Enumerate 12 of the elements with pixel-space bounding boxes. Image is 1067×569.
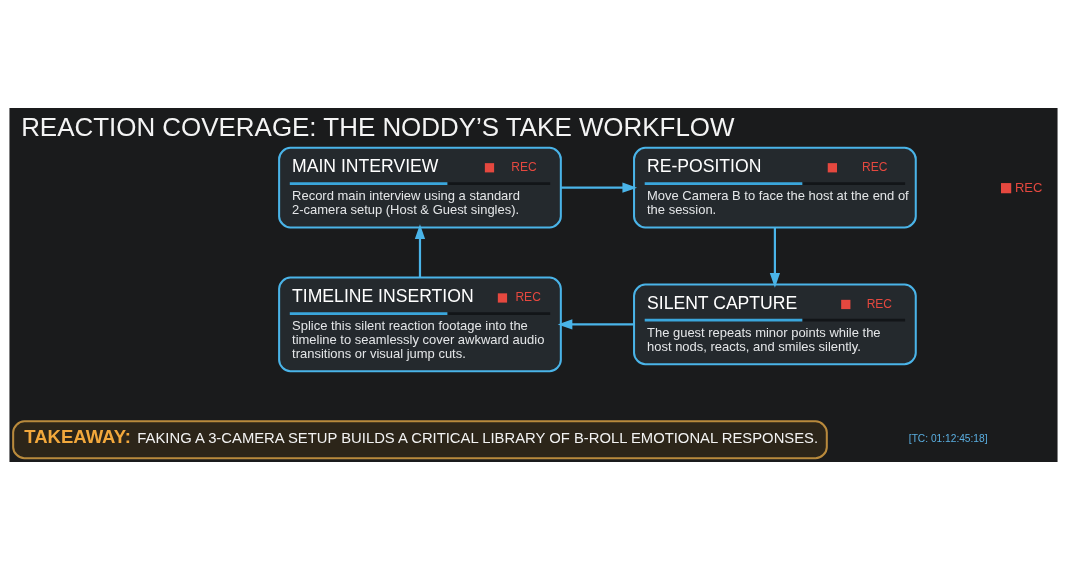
node-box: TIMELINE INSERTION REC Splice this silent reaction footage into the timeline to seamlessly cover awkward audio transitions or visual jump cuts. — [278, 276, 562, 372]
arrow — [414, 223, 426, 277]
diagram-title: REACTION COVERAGE: THE NODDY’S TAKE WORKFLOW — [21, 112, 735, 141]
node-box: RE-POSITION REC Move Camera B to face the host at the end of the session. — [633, 146, 917, 229]
arrow — [561, 182, 638, 193]
node-box: SILENT CAPTURE REC The guest repeats minor points while the host nods, reacts, and smiles silently. — [633, 283, 917, 365]
arrow — [769, 227, 781, 288]
arrow — [557, 318, 634, 329]
node-box: MAIN INTERVIEW REC Record main interview using a standard 2-camera setup (Host & Guest singles). — [278, 146, 562, 229]
label: REC — [1014, 179, 1043, 195]
node-box: TAKEAWAY: FAKING A 3-CAMERA SETUP BUILDS A CRITICAL LIBRARY OF B-ROLL EMOTIONAL RESPONSES. — [12, 419, 828, 459]
label: [TC: 01:12:45:18] — [908, 432, 988, 444]
